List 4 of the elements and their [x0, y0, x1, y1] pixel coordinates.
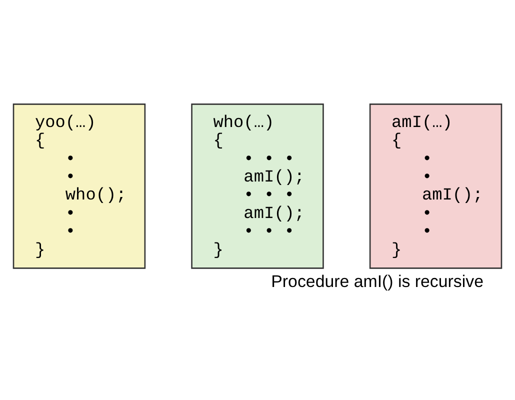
node-box: yoo(…) { • • who(); • • }	[12, 103, 146, 268]
caption: Procedure amI() is recursive	[271, 271, 484, 290]
node-box: amI(…) { • • amI(); • • }	[369, 103, 502, 268]
node-box: who(…) { • • • amI(); • • • amI(); • • • }	[191, 103, 324, 268]
